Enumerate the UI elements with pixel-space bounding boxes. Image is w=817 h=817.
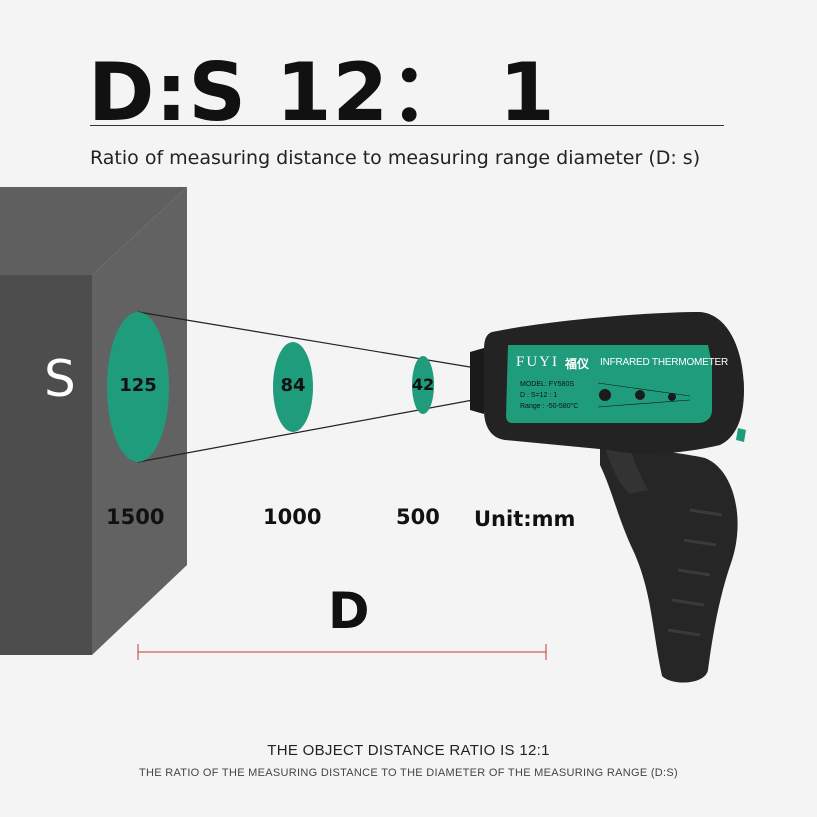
device-brand-cn: 福仪 [565,357,590,371]
target-box-front [0,275,92,655]
device-model: MODEL: FY580S [520,381,575,388]
target-box-top [0,187,187,275]
panel-line [597,382,691,397]
panel-line-2 [597,399,691,408]
distance-1000: 1000 [263,505,322,529]
gun-handle [600,440,738,683]
sensor-icon [599,389,611,401]
footer-subtitle: THE RATIO OF THE MEASURING DISTANCE TO T… [138,767,678,779]
spot-1000 [273,342,313,432]
spot-diameter-500: 42 [411,375,435,394]
distance-500: 500 [396,505,440,529]
thermometer-illustration [470,312,746,683]
gun-accent [736,428,746,442]
device-brand: FUYI [516,354,560,370]
ratio-subtitle: Ratio of measuring distance to measuring… [90,147,701,169]
cone-top-line [137,311,501,373]
distance-label: D [328,582,370,640]
footer-title: THE OBJECT DISTANCE RATIO IS 12:1 [267,742,550,759]
device-range: Range : -50-580°C [520,403,579,410]
ratio-headline: D:S 12： 1 [88,46,556,139]
sensor-icon-3 [668,393,676,401]
spot-diameter-1500: 125 [119,375,157,396]
label-panel [506,345,712,423]
spot-1500 [107,312,169,462]
divider-rule [90,125,724,126]
distance-1500: 1500 [106,505,165,529]
device-ds: D : S=12 : 1 [520,392,558,399]
spot-diameter-1000: 84 [280,375,306,396]
device-product: INFRARED THERMOMETER [600,357,729,368]
cone-bottom-line [137,394,501,463]
sensor-icon-2 [635,390,645,400]
diameter-label: S [44,350,76,408]
spot-500 [412,356,434,414]
trigger [606,448,648,494]
unit-label: Unit:mm [474,507,576,531]
grip-ridges [667,508,723,637]
gun-nose [470,348,484,414]
